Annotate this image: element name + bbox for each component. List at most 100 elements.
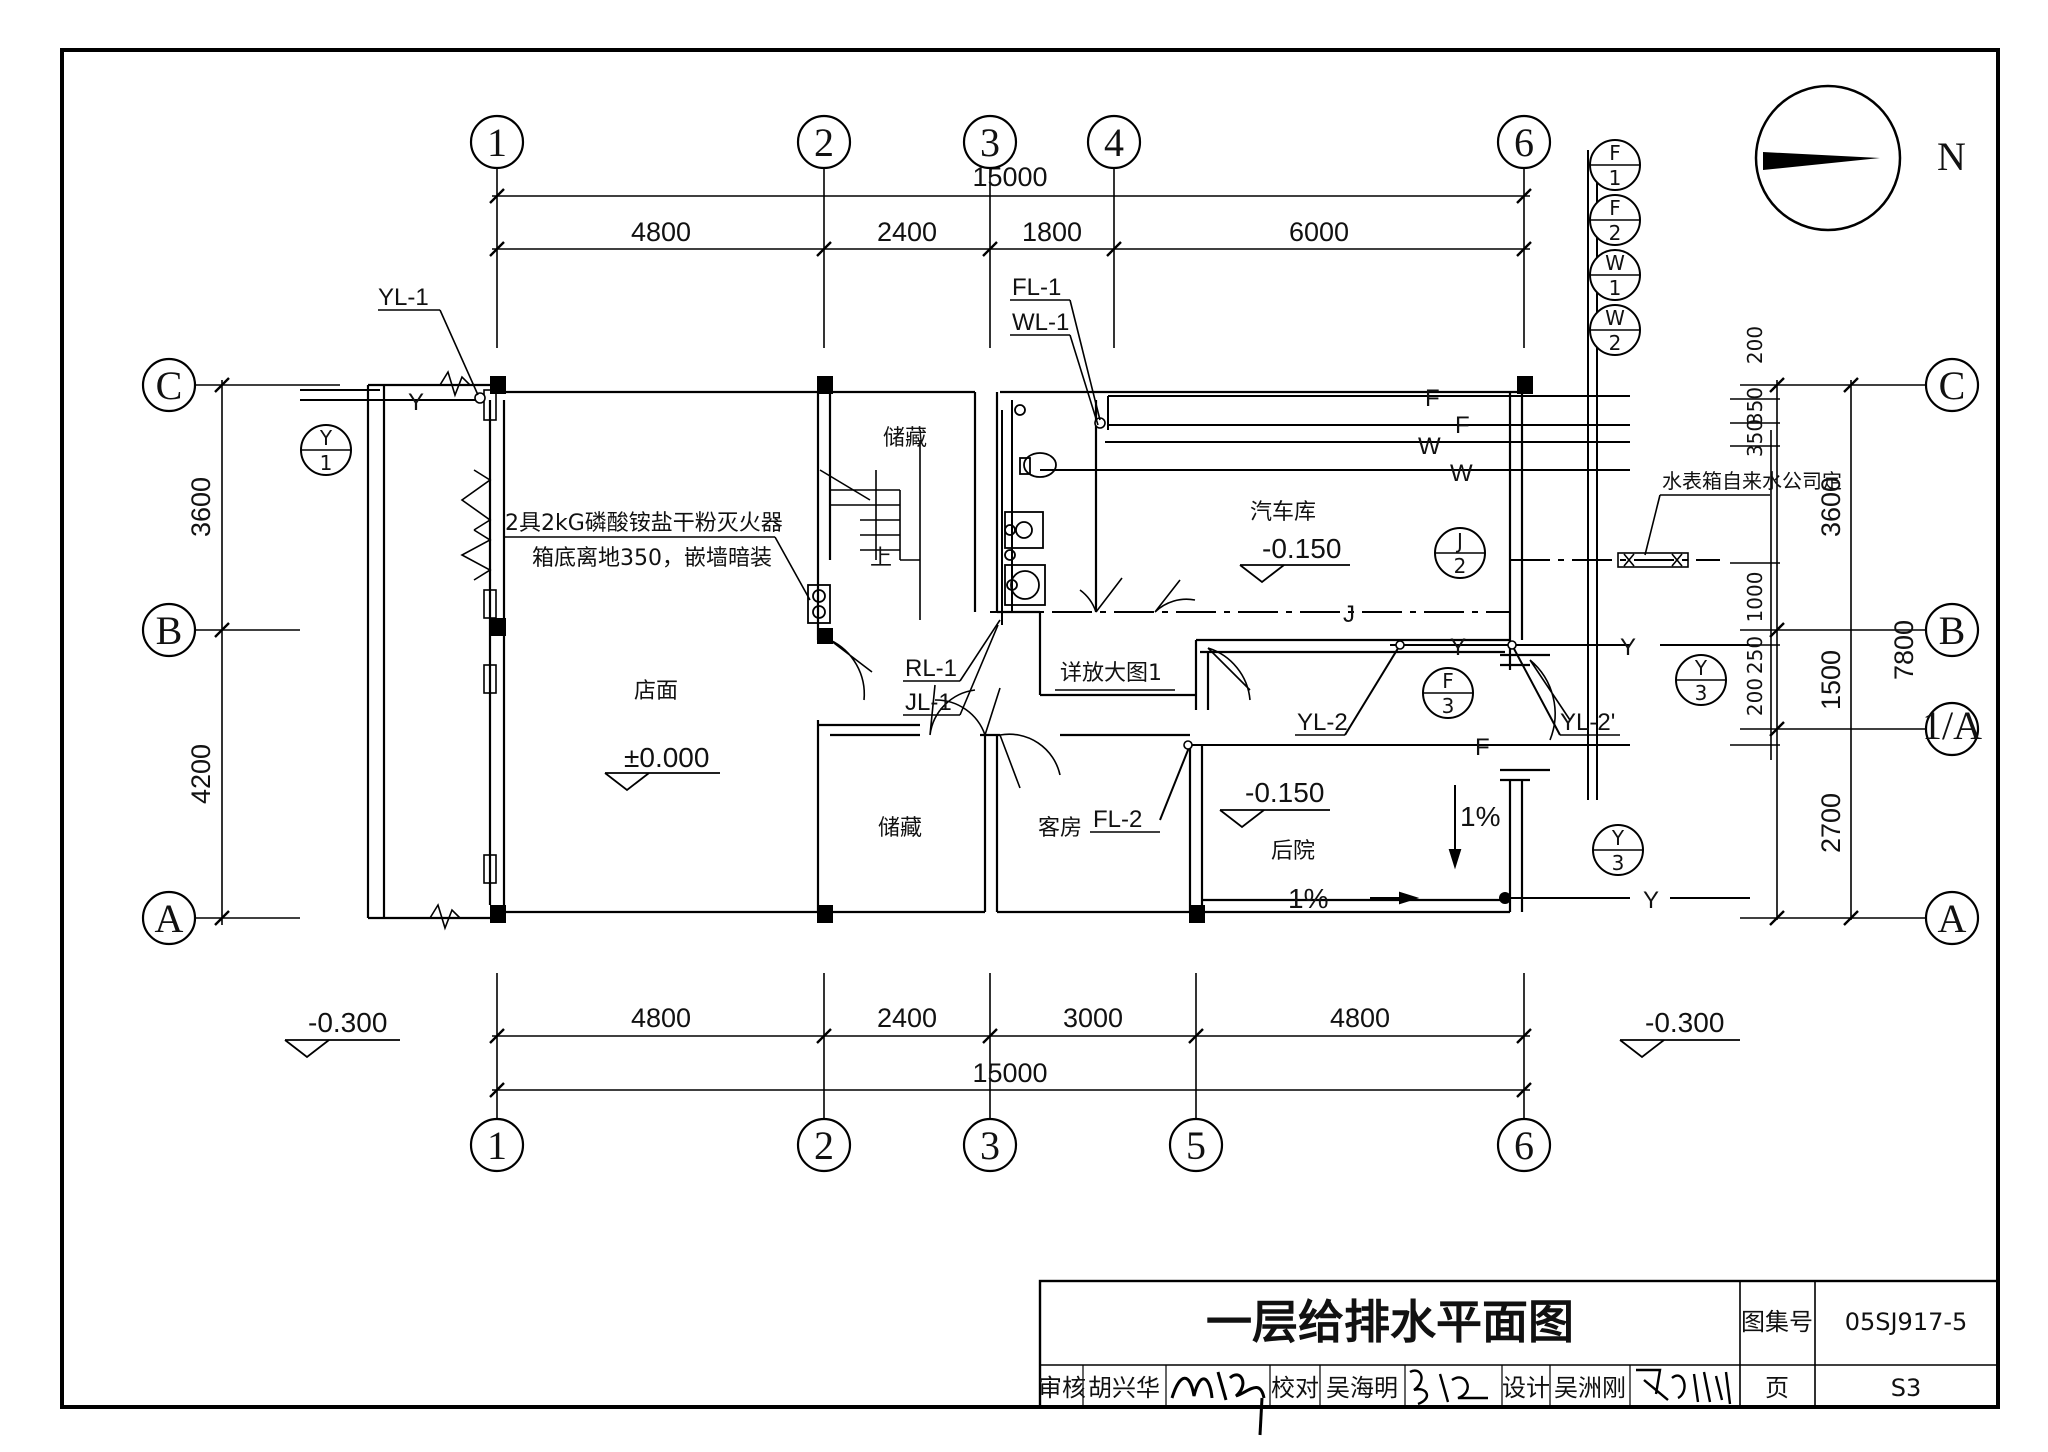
- svg-text:3: 3: [1695, 681, 1708, 705]
- axis-bubble-left: B: [141, 602, 197, 658]
- elevation-label: -0.300: [1645, 1007, 1724, 1038]
- svg-text:F: F: [1609, 196, 1621, 220]
- elevation-label: ±0.000: [624, 742, 709, 773]
- right-dim: 3600: [1816, 477, 1846, 537]
- fire-extinguisher-icon: [807, 584, 831, 624]
- svg-text:1: 1: [487, 120, 507, 165]
- svg-text:2: 2: [814, 120, 834, 165]
- room-label: 后院: [1271, 839, 1315, 864]
- svg-text:F: F: [1442, 669, 1454, 693]
- facade-details: [429, 370, 497, 931]
- water-meter-icon: [1617, 552, 1689, 568]
- axis-bubble-top: 3: [962, 114, 1018, 170]
- elevation-label: -0.150: [1262, 533, 1341, 564]
- axis-bubble-bottom: 2: [796, 1117, 852, 1173]
- axis-bubble-bottom: 5: [1168, 1117, 1224, 1173]
- room-label: 储藏: [878, 816, 922, 841]
- right-dimensions: [1730, 377, 1940, 926]
- left-dimensions: [196, 377, 340, 926]
- toilet-fixtures: [1004, 404, 1057, 606]
- svg-text:B: B: [1939, 608, 1966, 653]
- svg-text:6: 6: [1514, 1123, 1534, 1168]
- right-dim: 2700: [1816, 793, 1846, 853]
- label-leaders: [378, 299, 1770, 833]
- right-dim-total: 7800: [1889, 620, 1919, 680]
- right-dim-small: 250: [1743, 636, 1767, 674]
- axis-bubble-right: B: [1924, 602, 1980, 658]
- pipe-label-y: Y: [408, 389, 424, 416]
- room-label: 汽车库: [1250, 500, 1316, 525]
- svg-text:B: B: [156, 608, 183, 653]
- pipe-label-f: F: [1425, 385, 1440, 412]
- pipe-label-j: J: [1343, 601, 1355, 628]
- svg-text:1: 1: [487, 1123, 507, 1168]
- page-label: 页: [1765, 1374, 1789, 1402]
- signature-checker: [1409, 1369, 1488, 1406]
- signature-reviewer: [1170, 1371, 1266, 1436]
- right-dim-small: 1000: [1743, 572, 1767, 623]
- atlas-label: 图集号: [1741, 1308, 1813, 1336]
- axis-bubble-top: 6: [1496, 114, 1552, 170]
- drawing-title: 一层给排水平面图: [1206, 1295, 1574, 1349]
- slope-label: 1%: [1460, 801, 1500, 832]
- svg-text:5: 5: [1186, 1123, 1206, 1168]
- check-label: 校对: [1271, 1374, 1319, 1402]
- pipe-id-label: YL-2': [1560, 709, 1615, 736]
- svg-text:2: 2: [1454, 554, 1467, 578]
- axis-bubble-top: 1: [469, 114, 525, 170]
- north-label: N: [1937, 134, 1966, 179]
- right-dim-small: 200: [1743, 326, 1767, 364]
- room-label: 客房: [1038, 816, 1082, 841]
- title-block: [1038, 1279, 2000, 1409]
- top-dim-segment: 6000: [1289, 217, 1349, 247]
- right-dim-small: 350: [1743, 419, 1767, 457]
- svg-text:Y: Y: [1694, 656, 1708, 680]
- axis-bubble-right: C: [1924, 357, 1980, 413]
- bottom-dim-segment: 2400: [877, 1003, 937, 1033]
- extinguisher-note: 箱底离地350，嵌墙暗装: [532, 546, 772, 571]
- pipe-symbol: W2: [1589, 304, 1641, 356]
- svg-text:2: 2: [814, 1123, 834, 1168]
- room-label: 店面: [634, 679, 678, 704]
- pipe-label-w: W: [1418, 433, 1441, 460]
- pipe-label-y: Y: [1643, 887, 1659, 914]
- axis-bubble-left: C: [141, 357, 197, 413]
- svg-text:6: 6: [1514, 120, 1534, 165]
- review-label: 审核: [1038, 1374, 1086, 1402]
- designer-name: 吴洲刚: [1554, 1374, 1626, 1402]
- building-walls: [366, 383, 1550, 920]
- svg-text:W: W: [1605, 251, 1625, 275]
- axis-bubble-left: A: [141, 890, 197, 946]
- svg-text:C: C: [156, 363, 183, 408]
- detail-reference: 详放大图1: [1060, 661, 1162, 686]
- bottom-dim-segment: 3000: [1063, 1003, 1123, 1033]
- svg-text:J: J: [1455, 529, 1463, 553]
- door-swings: [829, 577, 1571, 789]
- pipe-symbol: Y1: [300, 424, 352, 476]
- svg-text:A: A: [1938, 896, 1967, 941]
- svg-text:W: W: [1605, 306, 1625, 330]
- pipe-symbol: W1: [1589, 249, 1641, 301]
- svg-text:C: C: [1939, 363, 1966, 408]
- stairs-up-label: 上: [870, 546, 892, 571]
- pipe-id-label: JL-1: [905, 689, 952, 716]
- elevation-label: -0.150: [1245, 777, 1324, 808]
- right-dim-small: 350: [1743, 387, 1767, 425]
- stairs: [819, 440, 921, 620]
- svg-text:F: F: [1609, 141, 1621, 165]
- elevation-label: -0.300: [308, 1007, 387, 1038]
- pipe-id-label: WL-1: [1012, 309, 1069, 336]
- sheet-border: [60, 48, 2000, 1409]
- svg-text:Y: Y: [1611, 826, 1625, 850]
- svg-text:1: 1: [1609, 166, 1622, 190]
- bottom-dim-segment: 4800: [1330, 1003, 1390, 1033]
- right-dim: 1500: [1816, 650, 1846, 710]
- svg-text:2: 2: [1609, 221, 1622, 245]
- pipe-id-label: FL-1: [1012, 274, 1061, 301]
- axis-bubble-top: 4: [1086, 114, 1142, 170]
- axis-bubble-right: A: [1924, 890, 1980, 946]
- pipe-id-label: YL-2: [1297, 709, 1348, 736]
- extinguisher-note: 2具2kG磷酸铵盐干粉灭火器: [505, 511, 783, 536]
- atlas-number: 05SJ917-5: [1845, 1308, 1968, 1336]
